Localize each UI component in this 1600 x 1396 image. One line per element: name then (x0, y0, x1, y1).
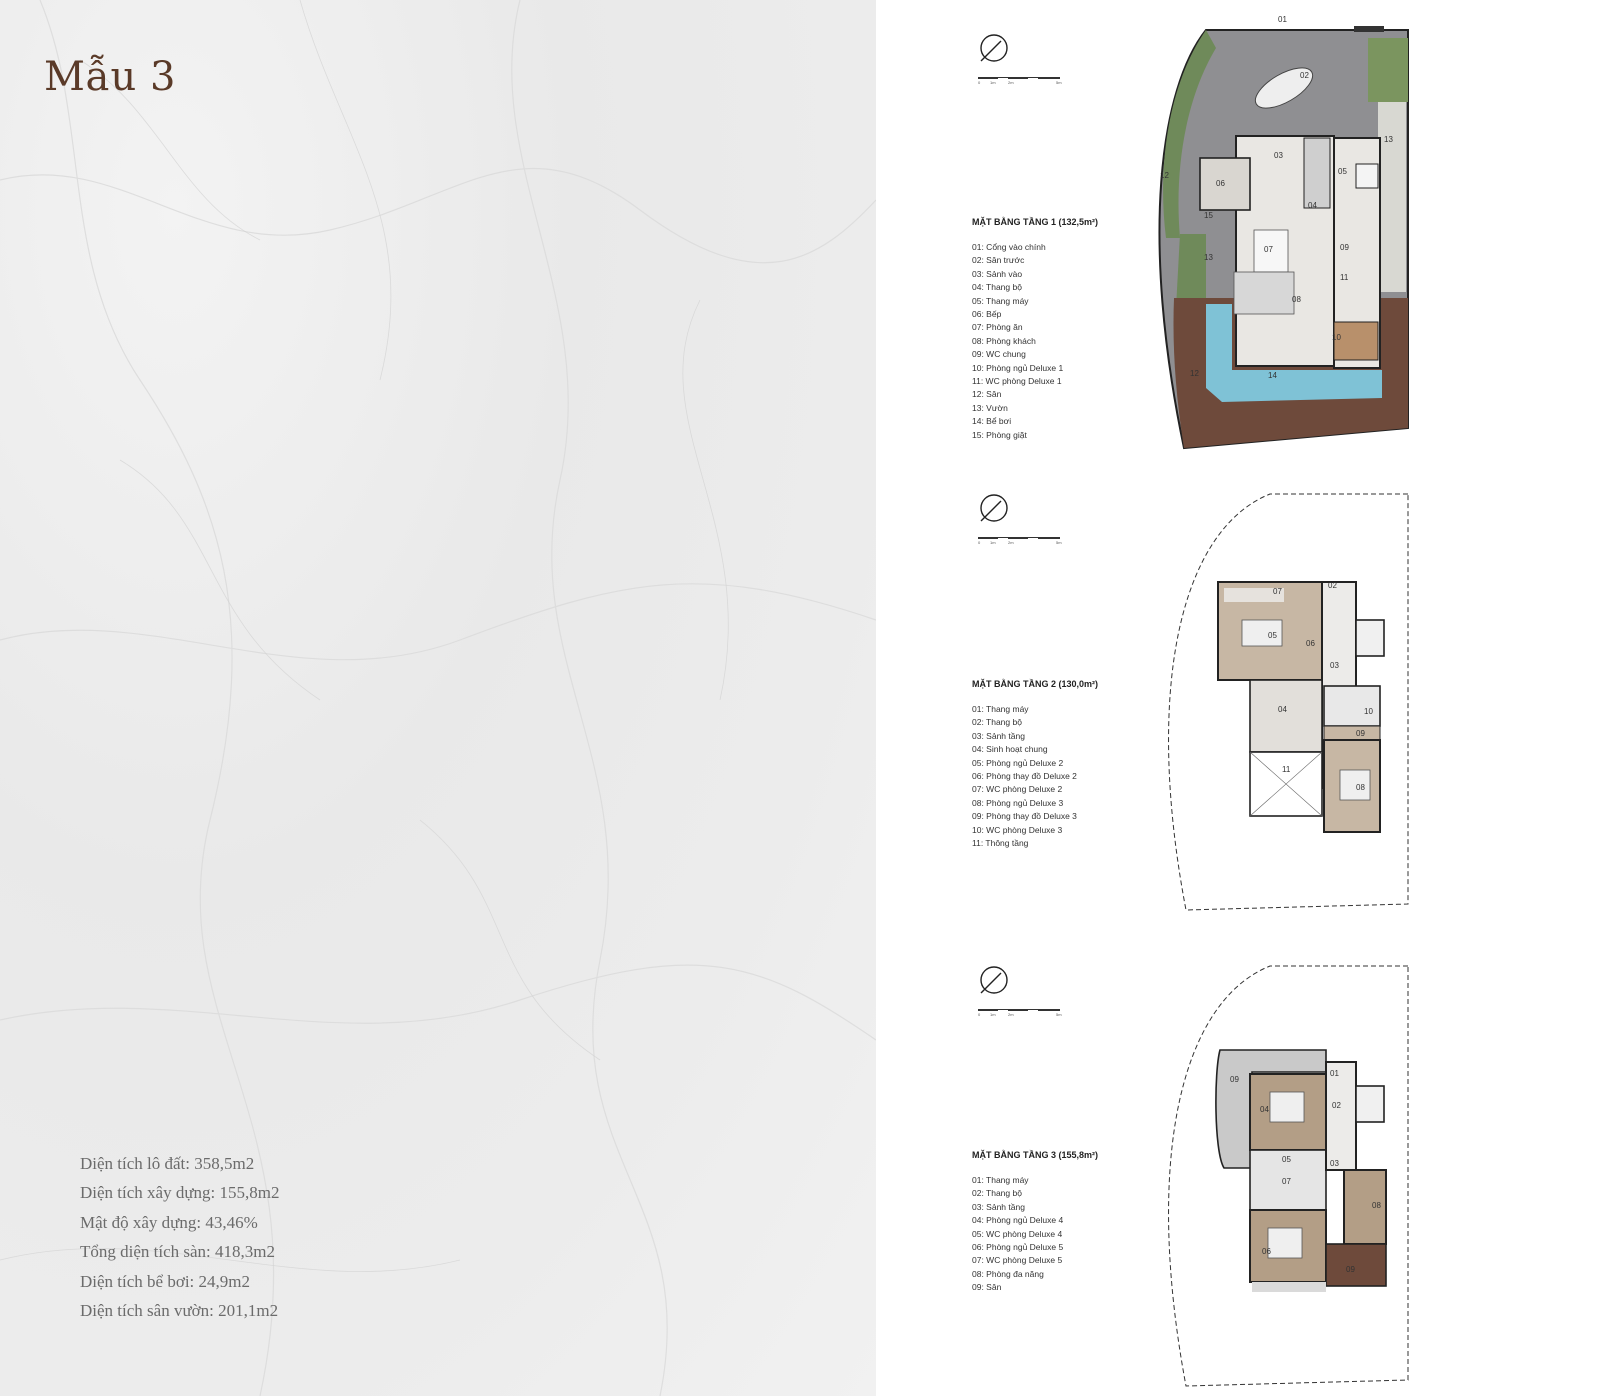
plan-label: 08 (1292, 295, 1301, 304)
plan-label: 02 (1300, 71, 1309, 80)
floor-plan-3: 01 02 03 04 05 06 07 08 09 09 (1168, 965, 1409, 1387)
plan-label: 05 (1268, 631, 1277, 640)
legend-floor-3: MẶT BẰNG TẦNG 3 (155,8m²) 01: Thang máy … (972, 1150, 1098, 1295)
legend-floor-1: MẶT BẰNG TẦNG 1 (132,5m²) 01: Cổng vào c… (972, 217, 1098, 442)
plan-label: 03 (1330, 661, 1339, 670)
legend-item: 07: Phòng ăn (972, 322, 1023, 333)
marble-panel: Mẫu 3 Diện tích lô đất: 358,5m2 Diện tíc… (0, 0, 876, 1396)
plan-label: 09 (1346, 1265, 1355, 1274)
plan-label: 07 (1282, 1177, 1291, 1186)
marble-veins (0, 0, 876, 1396)
legend-item: 04: Thang bộ (972, 282, 1022, 293)
page-title: Mẫu 3 (44, 54, 176, 100)
plan-label: 12 (1160, 171, 1169, 180)
plan-label: 03 (1274, 151, 1283, 160)
plan-label: 11 (1282, 765, 1291, 774)
plan-label: 07 (1264, 245, 1273, 254)
scale-bar: 0 1m 2m 5m (978, 537, 1062, 545)
legend-item: 01: Thang máy (972, 1175, 1029, 1185)
plan-label: 10 (1332, 333, 1341, 342)
plan-label: 01 (1278, 15, 1287, 24)
plan-label: 04 (1260, 1105, 1269, 1114)
legend-item: 01: Thang máy (972, 704, 1029, 714)
stat-garden-area: Diện tích sân vườn: 201,1m2 (80, 1301, 279, 1321)
plan-label: 13 (1384, 135, 1393, 144)
north-compass-icon (980, 494, 1008, 522)
plan-label: 12 (1190, 369, 1199, 378)
legend-item: 09: Sân (972, 1282, 1002, 1293)
legend-item: 01: Cổng vào chính (972, 242, 1046, 252)
legend-floor-2: MẶT BẰNG TẦNG 2 (130,0m²) 01: Thang máy … (972, 679, 1098, 850)
scale-bar: 0 1m 2m 5m (978, 1009, 1062, 1017)
stat-total-floor-area: Tổng diện tích sàn: 418,3m2 (80, 1242, 276, 1262)
plan-label: 10 (1364, 707, 1373, 716)
plan-label: 06 (1306, 639, 1315, 648)
legend-item: 15: Phòng giặt (972, 429, 1027, 440)
legend-item: 02: Sân trước (972, 255, 1025, 266)
legend-item: 05: Phòng ngủ Deluxe 2 (972, 757, 1064, 768)
legend-item: 03: Sảnh tầng (972, 1201, 1025, 1212)
legend-item: 09: Phòng thay đồ Deluxe 3 (972, 811, 1077, 822)
plan-label: 05 (1282, 1155, 1291, 1164)
plan-label: 04 (1308, 201, 1317, 210)
plan-label: 08 (1356, 783, 1365, 792)
legend-item: 06: Phòng thay đồ Deluxe 2 (972, 771, 1077, 782)
stat-pool-area: Diện tích bể bơi: 24,9m2 (80, 1271, 250, 1291)
legend-item: 13: Vườn (972, 402, 1008, 413)
legend-item: 03: Sảnh tầng (972, 730, 1025, 741)
legend-item: 11: Thông tầng (972, 838, 1029, 849)
floor-plan-2: 07 02 03 04 05 06 08 09 10 11 (1168, 493, 1409, 911)
legend-item: 10: Phòng ngủ Deluxe 1 (972, 362, 1064, 373)
legend-item: 02: Thang bộ (972, 717, 1022, 728)
floor-1-heading: MẶT BẰNG TẦNG 1 (132,5m²) (972, 217, 1099, 227)
plan-label: 09 (1230, 1075, 1239, 1084)
plan-label: 04 (1278, 705, 1287, 714)
legend-item: 06: Bếp (972, 309, 1002, 320)
plan-label: 09 (1340, 243, 1349, 252)
plan-label: 08 (1372, 1201, 1381, 1210)
stats-list: Diện tích lô đất: 358,5m2 Diện tích xây … (80, 1149, 280, 1325)
legend-item: 04: Phòng ngủ Deluxe 4 (972, 1215, 1064, 1226)
plan-label: 05 (1338, 167, 1347, 176)
legend-item: 05: Thang máy (972, 295, 1029, 306)
plan-label: 14 (1268, 371, 1277, 380)
plan-label: 06 (1216, 179, 1225, 188)
plan-label: 15 (1204, 211, 1213, 220)
legend-item: 12: Sân (972, 389, 1002, 400)
floor-2-heading: MẶT BẰNG TẦNG 2 (130,0m²) (972, 679, 1099, 689)
stat-building-area: Diện tích xây dựng: 155,8m2 (80, 1183, 280, 1203)
legend-item: 05: WC phòng Deluxe 4 (972, 1228, 1063, 1239)
plan-label: 11 (1340, 273, 1349, 282)
plan-label: 01 (1330, 1069, 1339, 1078)
legend-item: 08: Phòng ngủ Deluxe 3 (972, 797, 1064, 808)
legend-item: 04: Sinh hoạt chung (972, 744, 1048, 755)
floor-3-heading: MẶT BẰNG TẦNG 3 (155,8m²) (972, 1150, 1099, 1160)
legend-item: 14: Bể bơi (972, 416, 1012, 427)
legend-item: 09: WC chung (972, 349, 1026, 360)
plan-label: 13 (1204, 253, 1213, 262)
north-compass-icon (980, 966, 1008, 994)
plan-label: 03 (1330, 1159, 1339, 1168)
plan-label: 06 (1262, 1247, 1271, 1256)
legend-item: 02: Thang bộ (972, 1188, 1022, 1199)
legend-item: 11: WC phòng Deluxe 1 (972, 376, 1062, 387)
floor-plan-1: 01 02 03 04 05 06 07 08 09 10 11 12 12 1… (1158, 15, 1409, 450)
legend-item: 06: Phòng ngủ Deluxe 5 (972, 1242, 1064, 1253)
legend-item: 10: WC phòng Deluxe 3 (972, 824, 1063, 835)
legend-item: 08: Phòng khách (972, 335, 1036, 346)
north-compass-icon (980, 34, 1008, 62)
stat-lot-area: Diện tích lô đất: 358,5m2 (80, 1154, 255, 1173)
stat-building-density: Mật độ xây dựng: 43,46% (80, 1212, 258, 1232)
legend-item: 03: Sảnh vào (972, 268, 1023, 279)
legend-item: 07: WC phòng Deluxe 5 (972, 1255, 1063, 1266)
plan-label: 02 (1332, 1101, 1341, 1110)
plan-label: 02 (1328, 581, 1337, 590)
plan-label: 09 (1356, 729, 1365, 738)
plan-label: 07 (1273, 587, 1282, 596)
legend-item: 08: Phòng đa năng (972, 1268, 1044, 1279)
scale-bar: 0 1m 2m 5m (978, 77, 1062, 85)
legend-item: 07: WC phòng Deluxe 2 (972, 784, 1063, 795)
